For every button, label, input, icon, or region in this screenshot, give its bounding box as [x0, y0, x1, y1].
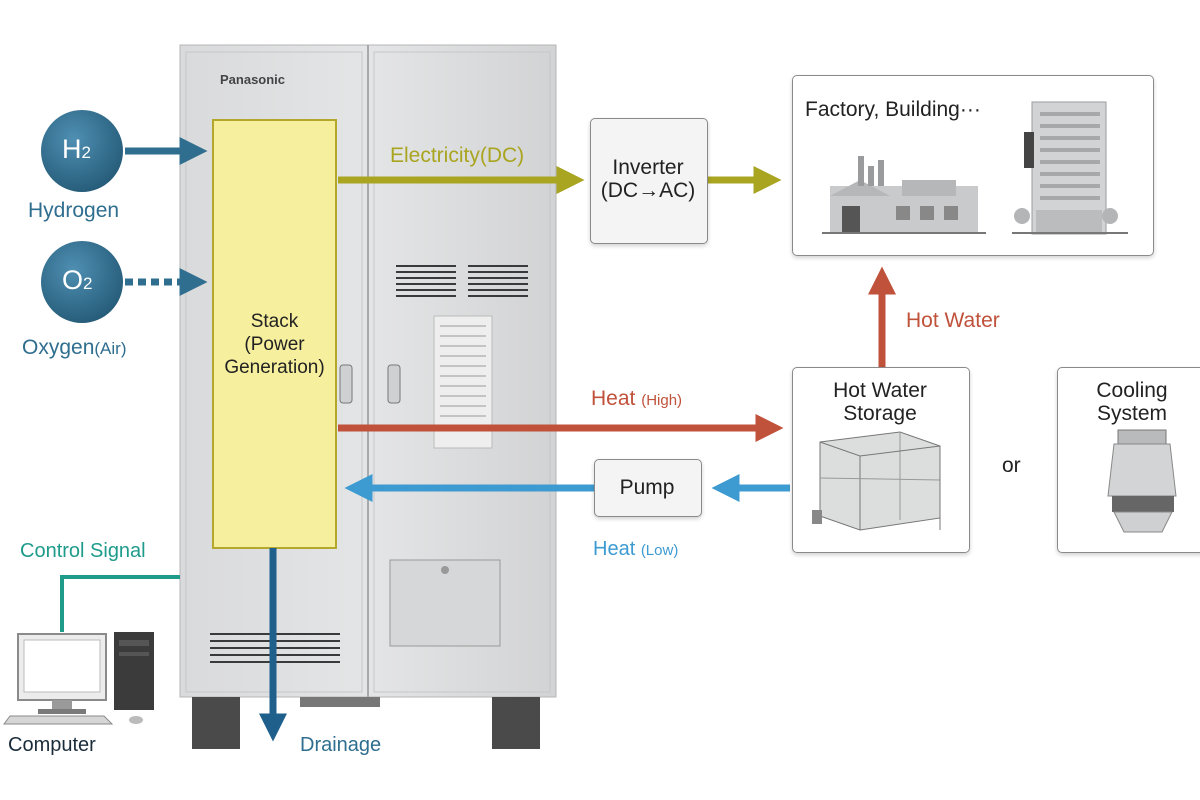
- heat-high-label: Heat (High): [591, 387, 683, 410]
- computer-icon: [3, 632, 154, 725]
- inverter-box: [590, 118, 708, 244]
- oxygen-label: Oxygen(Air): [22, 336, 127, 359]
- oxygen-circle: [41, 241, 123, 323]
- hydrogen-symbol: H2: [62, 134, 91, 164]
- hot-water-label: Hot Water: [906, 309, 1000, 332]
- inverter-label: Inverter (DC→AC): [600, 156, 696, 202]
- water-tank-icon: [812, 431, 941, 531]
- oxygen-symbol: O2: [62, 265, 93, 295]
- hot-water-storage-box: [792, 367, 970, 553]
- or-label: or: [1002, 454, 1021, 477]
- control-signal-line: [60, 575, 180, 632]
- cooling-tower-icon: [1107, 429, 1177, 533]
- brand-logo: Panasonic: [220, 72, 286, 87]
- building-icon: [1012, 101, 1128, 235]
- hydrogen-circle: [41, 110, 123, 192]
- hydrogen-label: Hydrogen: [28, 199, 120, 222]
- drainage-label: Drainage: [300, 734, 382, 756]
- cooling-system-box: [1057, 367, 1200, 553]
- hot-water-storage-label: Hot Water Storage: [833, 379, 927, 425]
- factory-icon: [822, 156, 986, 234]
- stack-block: [212, 119, 337, 549]
- factory-building-box: [792, 75, 1154, 256]
- control-signal-label: Control Signal: [20, 540, 146, 562]
- pump-label: Pump: [619, 476, 675, 499]
- computer-label: Computer: [8, 734, 96, 756]
- heat-low-label: Heat (Low): [593, 538, 679, 560]
- stack-label: Stack (Power Generation): [224, 311, 325, 378]
- electricity-label: Electricity(DC): [390, 144, 525, 167]
- cooling-system-label: Cooling System: [1096, 379, 1168, 425]
- pump-box: [594, 459, 702, 517]
- factory-building-label: Factory, Building···: [805, 98, 981, 121]
